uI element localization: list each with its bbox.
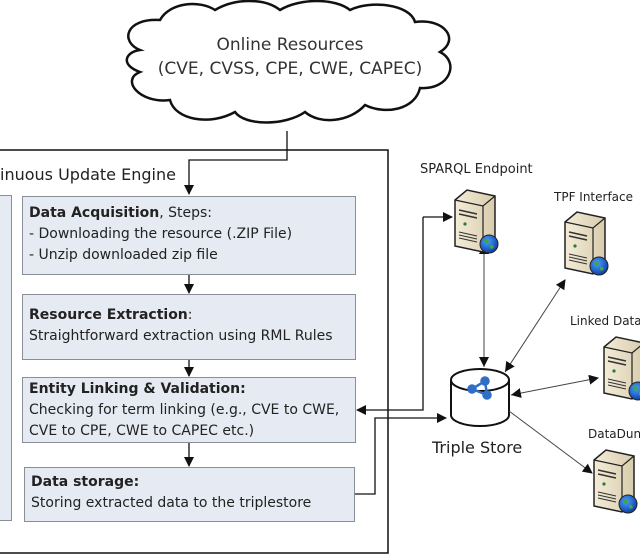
step-line: Storing extracted data to the triplestor…	[31, 495, 312, 511]
cloud-title: Online Resources	[216, 35, 364, 55]
step-line: - Unzip downloaded zip file	[29, 247, 218, 263]
step-title: Data storage:	[31, 474, 140, 490]
step-line: - Downloading the resource (.ZIP File)	[29, 226, 293, 242]
step-title-suffix: :	[187, 307, 193, 323]
step-line: CVE to CPE, CWE to CAPEC etc.)	[29, 423, 255, 439]
sparql-to-linking-arrow	[356, 217, 424, 415]
cloud-subtitle: (CVE, CVSS, CPE, CWE, CAPEC)	[157, 59, 423, 79]
step-data-acquisition: Data Acquisition, Steps: - Downloading t…	[22, 196, 356, 275]
rdf-graph-icon	[467, 376, 492, 400]
datadump-label: DataDun	[588, 427, 640, 441]
step-data-storage: Data storage: Storing extracted data to …	[24, 467, 355, 522]
tpf-interface-label: TPF Interface	[554, 190, 634, 204]
storage-to-triplestore-arrow	[355, 413, 447, 495]
engine-title: inuous Update Engine	[0, 165, 176, 184]
linked-data-server-icon	[603, 336, 640, 401]
sparql-endpoint-server-icon	[454, 189, 499, 254]
linkeddata-triplestore-link	[510, 374, 599, 398]
step-title: Data Acquisition	[29, 205, 160, 221]
triple-store-label: Triple Store	[432, 438, 523, 457]
datadump-triplestore-link	[508, 410, 593, 474]
tpf-interface-server-icon	[564, 211, 609, 276]
triple-store-cylinder	[450, 368, 510, 427]
online-resources-label: Online Resources (CVE, CVSS, CPE, CWE, C…	[150, 33, 430, 81]
step-title: Entity Linking & Validation:	[29, 381, 246, 397]
sparql-endpoint-label: SPARQL Endpoint	[420, 162, 533, 177]
engine-side-panel	[0, 195, 12, 521]
linked-data-label: Linked Data	[570, 314, 640, 328]
datadump-server-icon	[593, 449, 638, 514]
online-resources-cloud	[125, 0, 452, 124]
step-title: Resource Extraction	[29, 307, 188, 323]
engine-container	[0, 149, 389, 554]
step-title-suffix: , Steps:	[159, 205, 213, 221]
step-line: Checking for term linking (e.g., CVE to …	[29, 402, 340, 418]
step-resource-extraction: Resource Extraction: Straightforward ext…	[22, 294, 356, 360]
tpf-triplestore-link	[504, 279, 566, 373]
cloud-to-acquisition-arrow	[184, 131, 288, 195]
step-entity-linking: Entity Linking & Validation: Checking fo…	[22, 377, 356, 443]
step-line: Straightforward extraction using RML Rul…	[29, 328, 333, 344]
